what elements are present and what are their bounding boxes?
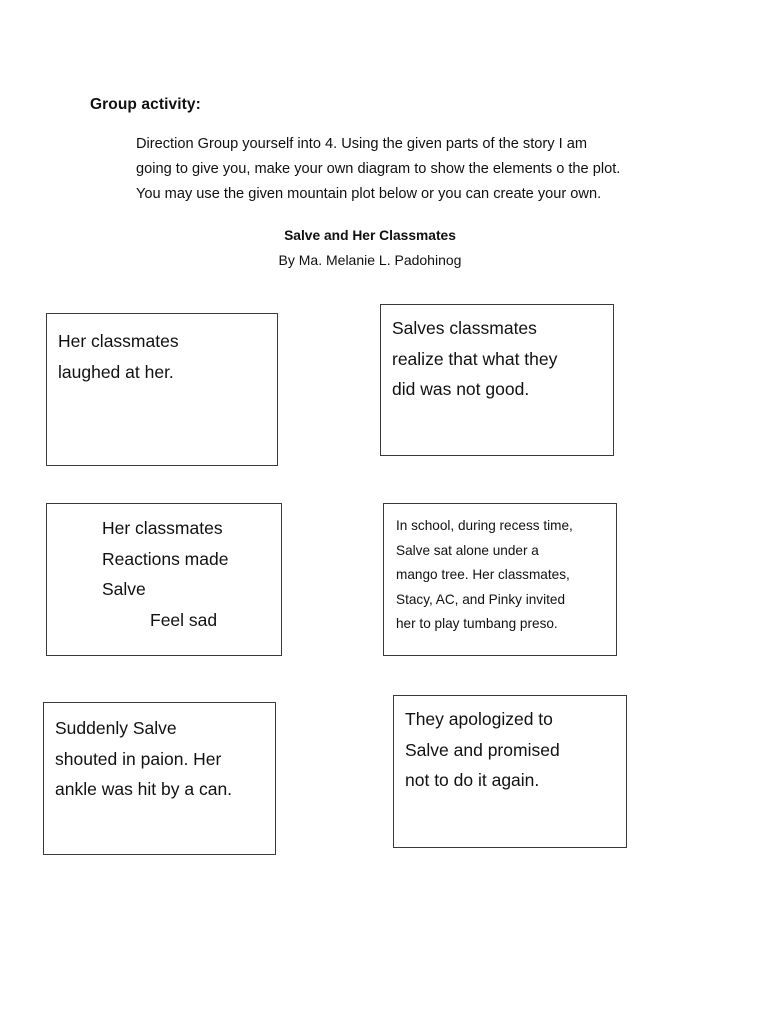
direction-line: You may use the given mountain plot belo… — [136, 186, 602, 202]
story-part-line: Stacy, AC, and Pinky invited — [396, 591, 565, 607]
story-title: Salve and Her Classmates — [284, 228, 456, 243]
story-part-line: Salve — [102, 579, 146, 599]
activity-heading: Group activity: — [90, 96, 201, 113]
story-part-line: They apologized to — [405, 709, 553, 729]
direction-paragraph: Direction Group yourself into 4. Using t… — [136, 132, 676, 207]
story-part-line: Salve and promised — [405, 739, 560, 760]
story-part-box: They apologized to Salve and promised no… — [393, 695, 627, 848]
story-byline: By Ma. Melanie L. Padohinog — [278, 252, 462, 268]
story-part-text: They apologized to Salve and promised no… — [394, 696, 626, 796]
story-part-text: In school, during recess time, Salve sat… — [384, 504, 616, 637]
story-part-line: Salve sat alone under a — [396, 542, 539, 558]
story-part-line: realize that what they — [392, 348, 558, 369]
story-part-line: her to play tumbang preso. — [396, 616, 558, 632]
story-part-line: Her classmates — [58, 331, 179, 351]
story-part-box: Salves classmates realize that what they… — [380, 304, 614, 456]
direction-line: going to give you, make your own diagram… — [136, 161, 621, 177]
story-part-text: Suddenly Salve shouted in paion. Her ank… — [44, 703, 275, 805]
story-part-line: laughed at her. — [58, 361, 174, 382]
story-part-line: In school, during recess time, — [396, 518, 573, 533]
story-part-line: Salves classmates — [392, 318, 537, 338]
story-part-line: ankle was hit by a can. — [55, 779, 233, 799]
story-part-box: In school, during recess time, Salve sat… — [383, 503, 617, 656]
story-part-text: Her classmates laughed at her. — [47, 314, 277, 387]
story-part-line: Reactions made — [102, 548, 229, 569]
story-part-box: Her classmates laughed at her. — [46, 313, 278, 466]
story-part-line: mango tree. Her classmates, — [396, 567, 570, 583]
direction-line: Direction Group yourself into 4. Using t… — [136, 136, 587, 152]
story-part-line: Suddenly Salve — [55, 718, 177, 738]
story-part-box: Her classmates Reactions made Salve Feel… — [46, 503, 282, 656]
story-part-line: not to do it again. — [405, 770, 540, 790]
story-part-line: shouted in paion. Her — [55, 748, 222, 769]
story-part-line: Feel sad — [150, 609, 218, 630]
story-part-line: Her classmates — [102, 518, 223, 538]
story-part-line: did was not good. — [392, 379, 530, 399]
story-part-text: Her classmates Reactions made Salve Feel… — [47, 504, 281, 635]
story-part-text: Salves classmates realize that what they… — [381, 305, 613, 405]
story-part-box: Suddenly Salve shouted in paion. Her ank… — [43, 702, 276, 855]
